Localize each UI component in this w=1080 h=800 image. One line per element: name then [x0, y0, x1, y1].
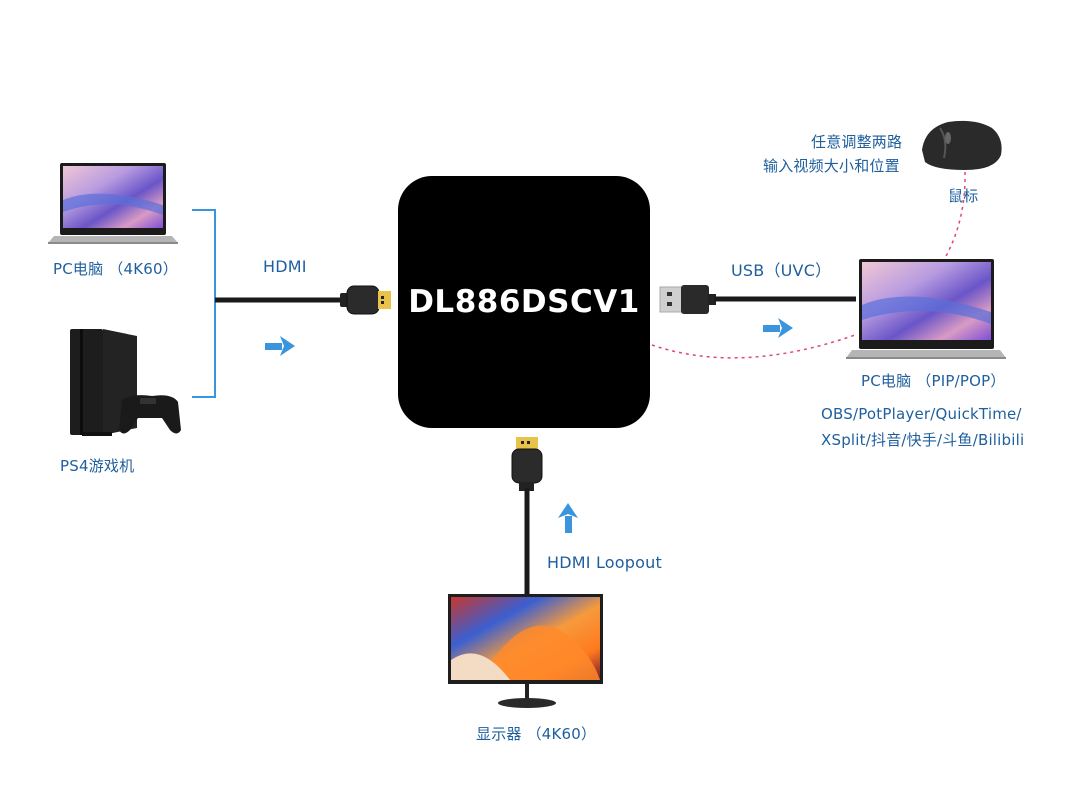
monitor-icon — [448, 594, 603, 708]
hdmi-loopout-label: HDMI Loopout — [547, 553, 662, 572]
mouse-note-line1: 任意调整两路 — [811, 133, 903, 151]
ps4-console-icon — [70, 329, 181, 436]
monitor-label: 显示器 （4K60） — [476, 725, 597, 743]
arrow-up-loopout-icon — [558, 503, 578, 533]
dotted-link-device-pc — [651, 334, 856, 359]
device-model-label: DL886DSCV1 — [408, 284, 640, 320]
capture-device-box: DL886DSCV1 — [398, 176, 650, 428]
mouse-icon — [922, 120, 1002, 170]
mouse-label: 鼠标 — [948, 187, 979, 205]
pc-output-label: PC电脑 （PIP/POP） — [861, 372, 1006, 390]
hdmi-connector-bottom-icon — [511, 437, 543, 491]
pc-laptop-left-icon — [48, 163, 178, 244]
input-bracket — [192, 209, 216, 398]
mouse-note-line2: 输入视频大小和位置 — [763, 157, 900, 175]
software-list-line2: XSplit/抖音/快手/斗鱼/Bilibili — [821, 431, 1025, 449]
pc-laptop-right-icon — [846, 259, 1006, 359]
ps4-input-label: PS4游戏机 — [60, 457, 135, 475]
hdmi-input-label: HDMI — [263, 257, 307, 276]
usb-connector-icon — [659, 285, 716, 314]
dotted-link-mouse-pc — [944, 171, 966, 259]
arrow-right-input-icon — [265, 336, 295, 356]
usb-uvc-label: USB（UVC） — [731, 261, 832, 280]
hdmi-connector-left-icon — [340, 285, 391, 315]
software-list-line1: OBS/PotPlayer/QuickTime/ — [821, 405, 1022, 423]
pc-input-label: PC电脑 （4K60） — [53, 260, 178, 278]
arrow-right-usb-icon — [763, 318, 793, 338]
